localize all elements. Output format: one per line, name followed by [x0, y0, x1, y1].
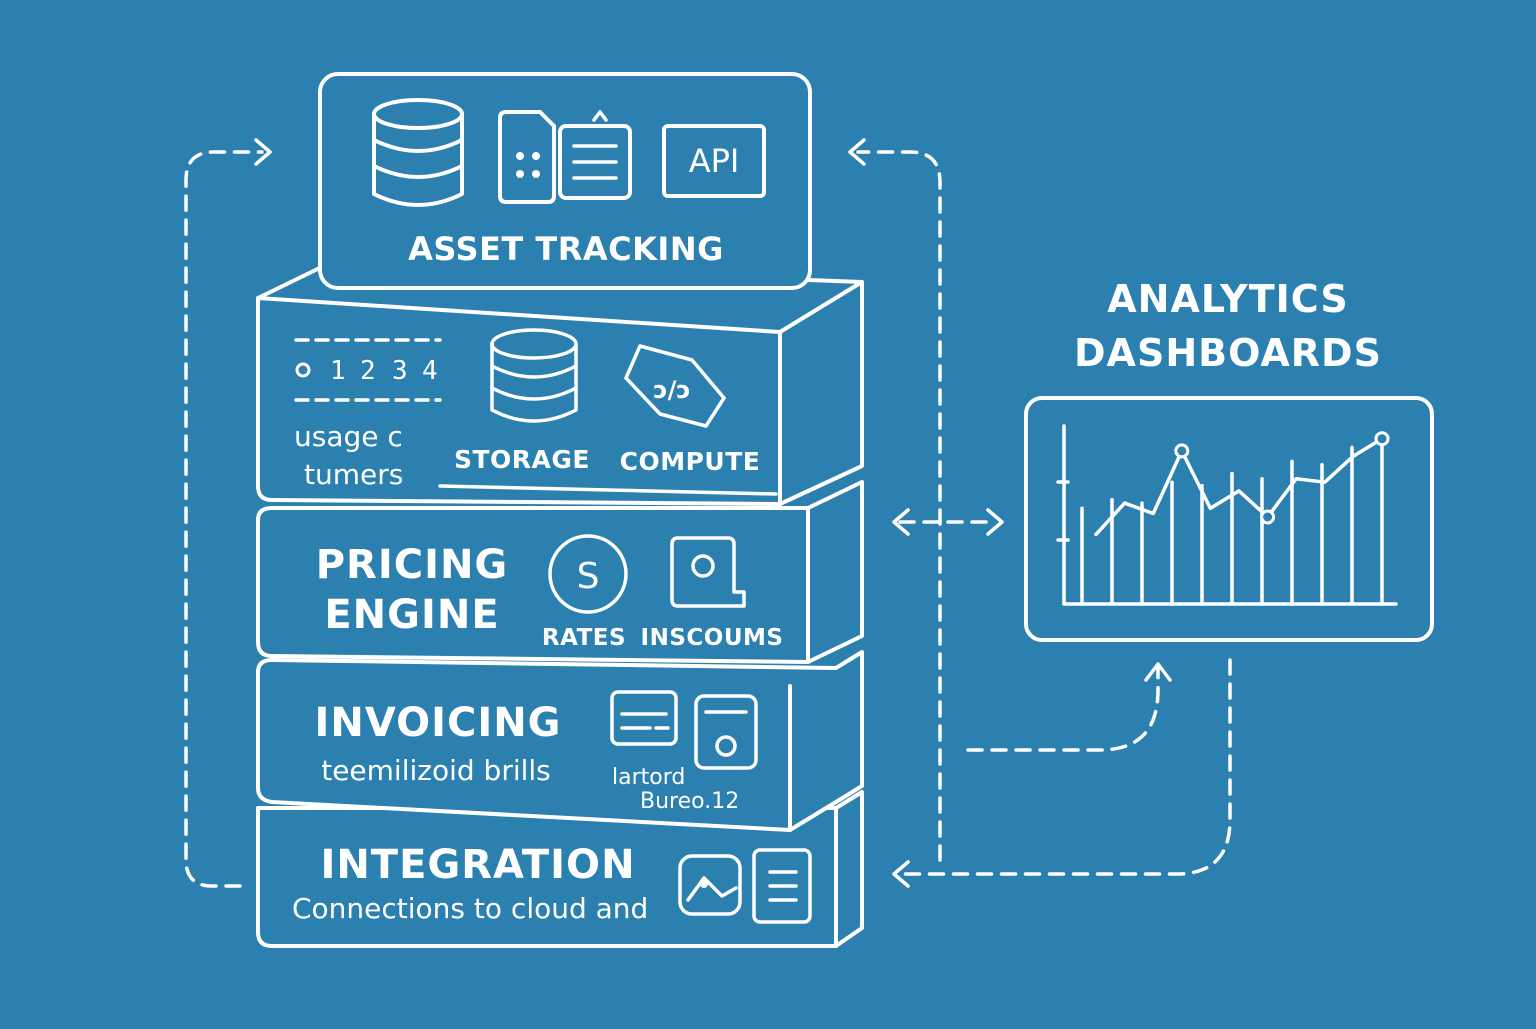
rates-coin-icon: S: [548, 534, 628, 614]
invoice-list-icon: [610, 690, 678, 746]
dashboard-link-arrowhead-right: [986, 508, 1004, 536]
dashboard-link-arrowhead-left: [892, 508, 910, 536]
api-label: API: [689, 142, 740, 180]
usage-counter-digit-3: 3: [392, 356, 408, 386]
chart-point: [1260, 509, 1276, 525]
left-feedback-connector: [184, 150, 264, 888]
usage-caption-line2: tumers: [304, 458, 403, 491]
dashboard-monitor: [1024, 396, 1434, 642]
invoicing-note-line1: lartord: [612, 765, 685, 790]
chart-axes: [1062, 424, 1398, 606]
dashboard-to-integration-arrowhead: [892, 860, 910, 888]
usage-layer: 1 2 3 4 usage c tumers STORAGE ɔ/ɔ COMPU…: [256, 260, 864, 506]
invoicing-title: INVOICING: [314, 700, 561, 746]
dashboard-chart: [1056, 424, 1398, 606]
usage-counter-digit-4: 4: [422, 356, 438, 386]
rates-label: RATES: [542, 625, 626, 651]
discounts-label: INSCOUMS: [641, 625, 784, 651]
analytics-title-line1: ANALYTICS: [1107, 277, 1348, 321]
chart-point: [1174, 443, 1190, 459]
pricing-layer: PRICING ENGINE S RATES INSCOUMS: [256, 480, 864, 664]
right-top-connector: [856, 150, 942, 862]
document-icon: [752, 848, 812, 924]
chart-axis-ticks: [1056, 480, 1070, 542]
left-feedback-arrowhead: [254, 138, 272, 166]
chart-point: [1374, 431, 1390, 447]
database-icon: [372, 98, 464, 207]
discount-tag-icon: [670, 536, 746, 608]
usage-counter: 1 2 3 4: [295, 356, 438, 386]
invoicing-note-line2: Bureo.12: [640, 789, 739, 814]
clipboard-icon: [558, 110, 632, 200]
bill-icon: [694, 694, 758, 770]
storage-database-icon: [490, 328, 578, 423]
chart-line-series: [1094, 436, 1384, 537]
usage-caption-line1: usage c: [294, 420, 403, 453]
right-top-arrowhead: [848, 138, 866, 166]
invoicing-to-dashboard-connector: [966, 666, 1160, 752]
device-icon: [498, 110, 556, 204]
integration-layer: INTEGRATION Connections to cloud and: [256, 790, 864, 948]
compute-tag-icon: ɔ/ɔ: [624, 344, 726, 428]
connectors: [184, 138, 1232, 888]
integration-title: INTEGRATION: [320, 842, 635, 888]
usage-counter-digit-1: 1: [330, 356, 346, 386]
api-icon: API: [662, 124, 766, 198]
storage-label: STORAGE: [454, 445, 590, 474]
invoicing-to-dashboard-arrowhead: [1144, 662, 1172, 682]
dashboard-to-integration-connector: [898, 658, 1232, 876]
asset-tracking-title: ASSET TRACKING: [408, 230, 724, 268]
pricing-title-line2: ENGINE: [324, 592, 499, 638]
integration-subtitle: Connections to cloud and: [292, 892, 648, 925]
svg-text:ɔ/ɔ: ɔ/ɔ: [653, 376, 690, 404]
analytics-dashboard: ANALYTICS DASHBOARDS: [1024, 277, 1434, 642]
asset-tracking-layer: API ASSET TRACKING: [318, 72, 812, 290]
invoicing-layer: INVOICING teemilizoid brills lartord Bur…: [256, 650, 864, 832]
invoicing-subtitle: teemilizoid brills: [321, 754, 551, 787]
pricing-title-line1: PRICING: [316, 542, 509, 588]
rates-symbol: S: [577, 556, 600, 597]
usage-counter-digit-2: 2: [360, 356, 376, 386]
cloud-icon: [678, 854, 742, 916]
compute-label: COMPUTE: [620, 447, 761, 476]
analytics-title-line2: DASHBOARDS: [1074, 331, 1382, 375]
